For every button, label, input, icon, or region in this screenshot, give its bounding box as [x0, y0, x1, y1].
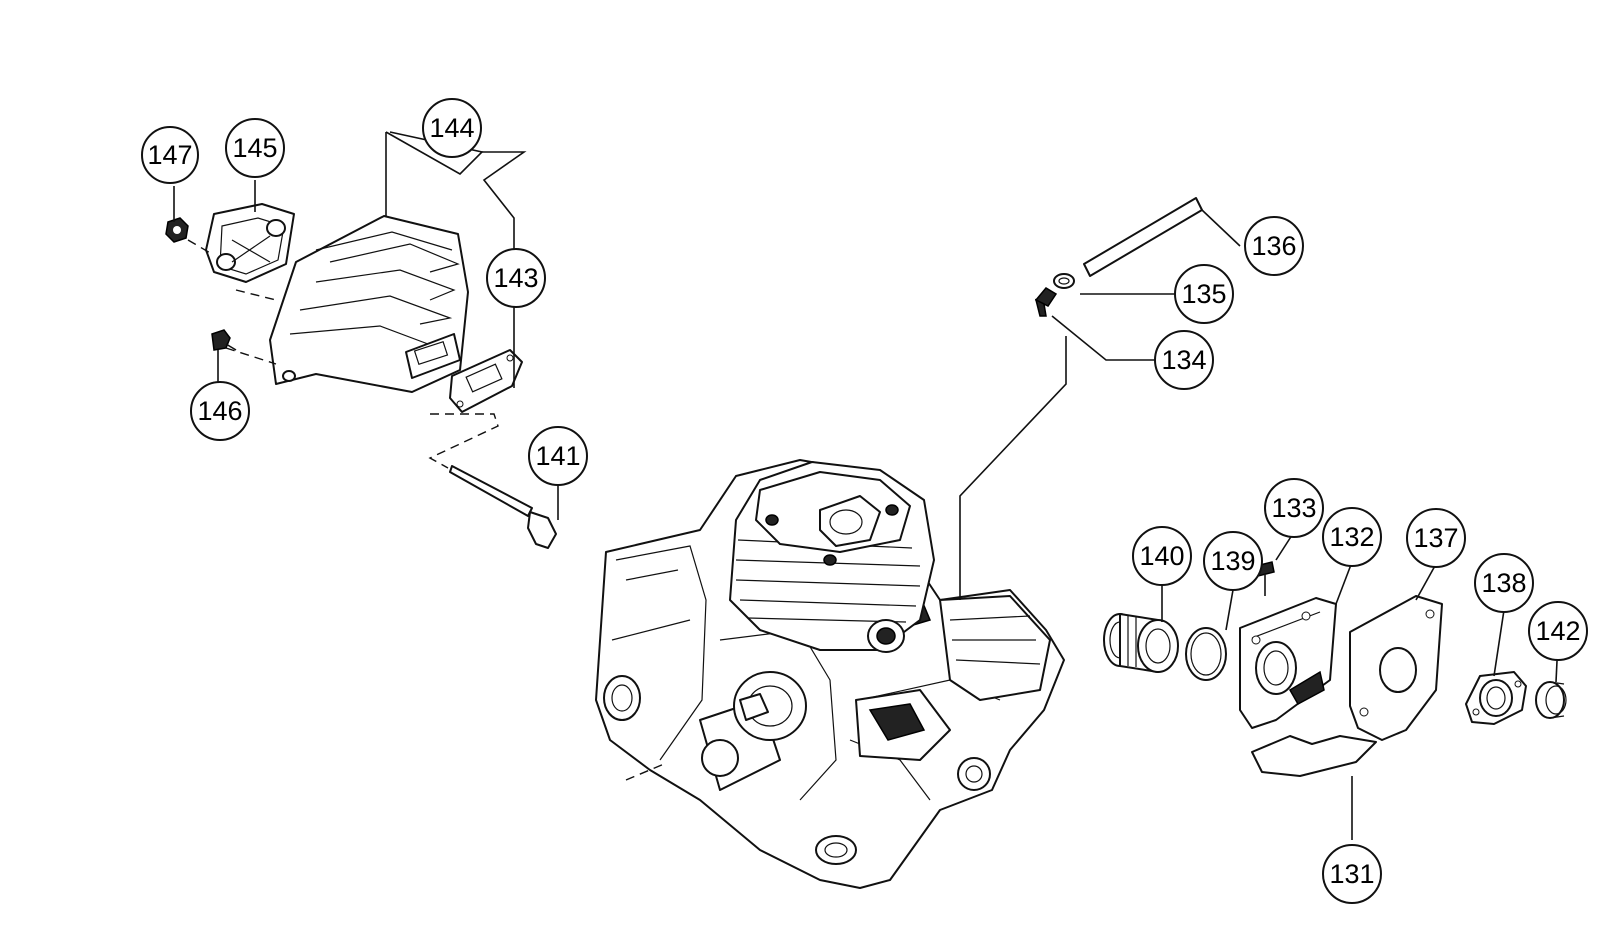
- callout-143-label: 143: [493, 263, 538, 293]
- callout-132-label: 132: [1329, 522, 1374, 552]
- muffler-144: [269, 215, 469, 393]
- cylinder: [729, 461, 935, 653]
- callout-146: 146: [190, 381, 250, 441]
- callout-137-label: 137: [1413, 523, 1458, 553]
- o-ring-139: [1185, 627, 1227, 681]
- callout-135: 135: [1174, 264, 1234, 324]
- callout-140: 140: [1132, 526, 1192, 586]
- engine-crankcase: [595, 459, 1065, 889]
- leader-lines: [173, 131, 1559, 840]
- callout-141: 141: [528, 426, 588, 486]
- callout-134: 134: [1154, 330, 1214, 390]
- callout-146-label: 146: [197, 396, 242, 426]
- gasket-131: [1251, 735, 1377, 777]
- callout-147: 147: [141, 126, 199, 184]
- callout-144-label: 144: [429, 113, 474, 143]
- callout-147-label: 147: [147, 140, 192, 170]
- callout-141-label: 141: [535, 441, 580, 471]
- callout-142-label: 142: [1535, 616, 1580, 646]
- callout-135-label: 135: [1181, 279, 1226, 309]
- callout-131: 131: [1322, 844, 1382, 904]
- ring-142: [1535, 681, 1567, 719]
- bolt-146: [211, 329, 237, 351]
- callout-labels: 147 145 144 143 146 141 136 135: [141, 98, 1588, 904]
- callout-142: 142: [1528, 601, 1588, 661]
- gasket-143: [449, 349, 523, 413]
- callout-145: 145: [225, 118, 285, 178]
- washer-135: [1053, 273, 1075, 289]
- callout-138: 138: [1474, 553, 1534, 613]
- flange-138: [1465, 671, 1527, 725]
- muffler-cover-145: [205, 203, 295, 283]
- callout-137: 137: [1406, 508, 1466, 568]
- callout-140-label: 140: [1139, 541, 1184, 571]
- callout-143: 143: [486, 248, 546, 308]
- bolt-141: [449, 465, 557, 549]
- nut-147: [165, 217, 189, 243]
- callout-139: 139: [1203, 531, 1263, 591]
- gasket-137: [1349, 595, 1443, 741]
- callout-133: 133: [1264, 478, 1324, 538]
- callout-145-label: 145: [232, 133, 277, 163]
- adapter-132: [1239, 597, 1337, 729]
- callout-132: 132: [1322, 507, 1382, 567]
- fuel-hose-136: [1083, 197, 1203, 277]
- callout-131-label: 131: [1329, 859, 1374, 889]
- callout-136-label: 136: [1251, 231, 1296, 261]
- callout-139-label: 139: [1210, 546, 1255, 576]
- elbow-fitting-134: [1034, 287, 1058, 317]
- callout-136: 136: [1244, 216, 1304, 276]
- intake-flange-140: [1103, 613, 1179, 673]
- callout-138-label: 138: [1481, 568, 1526, 598]
- callout-144: 144: [422, 98, 482, 158]
- callout-133-label: 133: [1271, 493, 1316, 523]
- callout-134-label: 134: [1161, 345, 1206, 375]
